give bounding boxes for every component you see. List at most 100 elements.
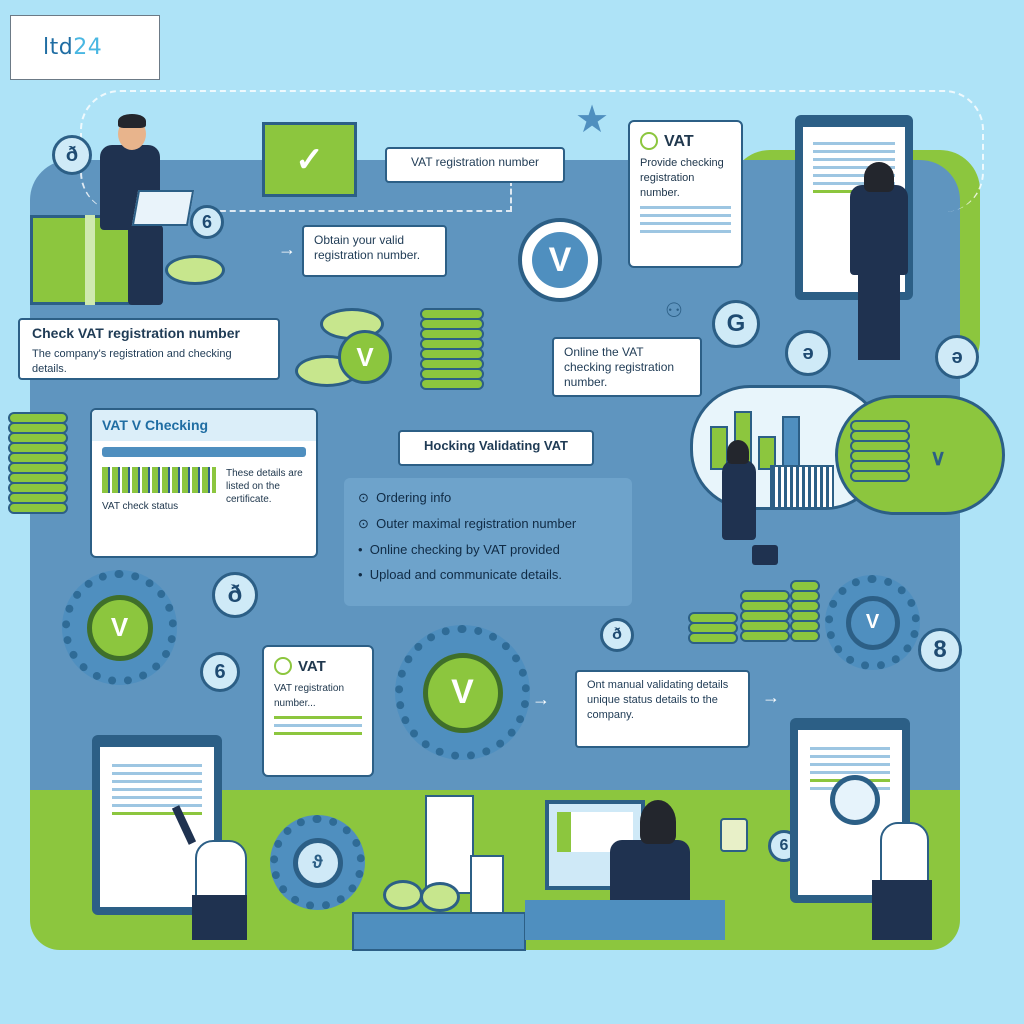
- vat-doc-top-icon: [640, 132, 658, 150]
- vat-checking-note: VAT check status: [102, 501, 179, 512]
- vat-doc-top-text: Provide checking registration number.: [640, 157, 724, 199]
- badge-1-text: ð: [65, 143, 79, 166]
- steps-list: ⊙ Ordering info ⊙ Outer maximal registra…: [344, 478, 632, 606]
- badge-5-text: ə: [951, 345, 963, 368]
- logo-text-ltd: ltd: [43, 35, 74, 60]
- coin-stack-cloud: [850, 420, 910, 482]
- step-text-1: Ordering info: [376, 490, 452, 505]
- desk: [352, 912, 526, 951]
- box-tape: [85, 215, 95, 305]
- vat-checking-titlebar: VAT V Checking: [92, 410, 316, 441]
- badge-10-text: 6: [779, 837, 789, 854]
- manual-validating-box: Ont manual validating details unique sta…: [575, 670, 750, 748]
- desk-right: [525, 900, 725, 940]
- badge-2-text: 6: [201, 211, 212, 232]
- gear-bottom: ϑ: [270, 815, 365, 910]
- check-circle-inner: V: [532, 232, 588, 288]
- businessman-legs: [128, 225, 163, 305]
- badge-icon-5: ə: [935, 335, 979, 379]
- barcode-card: [770, 465, 834, 509]
- businessman-hair: [118, 114, 146, 128]
- coin-steps-2: [740, 590, 790, 642]
- check-chevron-icon: ∨: [930, 445, 947, 470]
- vat-checking-window: VAT V Checking VAT check status These de…: [90, 408, 318, 558]
- vat-doc-bottom-text: VAT registration number...: [274, 683, 345, 709]
- badge-7-text: 6: [214, 660, 226, 683]
- obtain-number-text: Obtain your valid registration number.: [314, 233, 421, 262]
- barcode-graphic: [102, 467, 216, 493]
- badge-3-text: G: [726, 310, 746, 337]
- envelope-check-icon[interactable]: ✓: [262, 122, 357, 197]
- check-vat-title: Check VAT registration number: [32, 325, 240, 341]
- manual-validating-text: Ont manual validating details unique sta…: [587, 679, 729, 721]
- badge-icon-2: 6: [190, 205, 224, 239]
- logo-text-24: 24: [73, 35, 103, 60]
- step-text-2: Outer maximal registration number: [376, 516, 577, 531]
- check-circle-large[interactable]: V: [518, 218, 602, 302]
- online-checking-text: Online the VAT checking registration num…: [564, 345, 675, 389]
- vat-doc-top-title: VAT: [664, 132, 694, 150]
- vat-doc-top-lines: [640, 206, 731, 233]
- vat-registration-text: VAT registration number: [410, 155, 540, 169]
- step-text-3: Online checking by VAT provided: [369, 542, 560, 557]
- arrow-right-3: →: [762, 687, 780, 707]
- vat-doc-bottom-title: VAT: [298, 657, 326, 675]
- obtain-number-box: Obtain your valid registration number.: [302, 225, 447, 277]
- sleeve-left: [192, 895, 247, 940]
- coin-steps-3: [790, 580, 820, 642]
- gear-right: V: [825, 575, 920, 670]
- vat-doc-bottom-icon: [274, 657, 292, 675]
- businessman-walking-head: [727, 440, 749, 464]
- coin-stack-left: [8, 412, 68, 514]
- check-vat-sub: The company's registration and checking …: [32, 348, 232, 375]
- flow-dashed-mid: [210, 180, 512, 212]
- badge-icon-9: ð: [600, 618, 634, 652]
- vat-registration-label: VAT registration number: [385, 147, 565, 183]
- step-item-4: • Upload and communicate details.: [358, 567, 563, 582]
- arrow-right-1: →: [278, 239, 296, 259]
- badge-icon-1: ð: [52, 135, 92, 175]
- magnifier-icon[interactable]: [830, 775, 880, 825]
- businessman-walking: [722, 460, 756, 540]
- badge-6-text: ð: [227, 581, 243, 608]
- coin-top-left: [165, 255, 225, 285]
- badge-4-text: ə: [802, 341, 814, 364]
- jar-icon: [720, 818, 748, 852]
- badge-icon-4: ə: [785, 330, 831, 376]
- arrow-right-2: →: [532, 689, 550, 709]
- pen-holder: [470, 855, 504, 914]
- laptop: [131, 190, 195, 226]
- man-standing-legs: [858, 270, 900, 360]
- coin-check-icon[interactable]: V: [338, 330, 392, 384]
- badge-icon-3: G: [712, 300, 760, 348]
- gear-left: V: [62, 570, 177, 685]
- hocking-validating-text: Hocking Validating VAT: [424, 438, 568, 453]
- step-text-4: Upload and communicate details.: [369, 567, 563, 582]
- step-item-3: • Online checking by VAT provided: [358, 542, 560, 557]
- coin-roll-2: [420, 882, 460, 912]
- man-standing-head: [864, 162, 894, 192]
- badge-icon-7: 6: [200, 652, 240, 692]
- coin-roll-1: [383, 880, 423, 910]
- vat-checking-bar: [102, 447, 306, 457]
- gear-center: V: [395, 625, 530, 760]
- vat-doc-bottom-lines: [274, 716, 362, 735]
- man-at-computer-head: [640, 800, 676, 844]
- sleeve-right: [872, 880, 932, 940]
- step-item-1: ⊙ Ordering info: [358, 490, 452, 505]
- badge-9-text: ð: [612, 626, 622, 643]
- vat-checking-title: VAT V Checking: [102, 417, 209, 433]
- document-stack: [425, 795, 474, 894]
- coin-stack-mid: [420, 308, 484, 390]
- badge-icon-8: 8: [918, 628, 962, 672]
- online-checking-box: Online the VAT checking registration num…: [552, 337, 702, 397]
- hand-left: [195, 840, 247, 904]
- coin-steps-1: [688, 612, 738, 644]
- vat-document-top: VAT Provide checking registration number…: [628, 120, 743, 268]
- briefcase: [752, 545, 778, 565]
- badge-icon-6: ð: [212, 572, 258, 618]
- hocking-validating-header: Hocking Validating VAT: [398, 430, 594, 466]
- check-vat-registration-box: Check VAT registration number The compan…: [18, 318, 280, 380]
- star-icon: ★: [574, 99, 610, 141]
